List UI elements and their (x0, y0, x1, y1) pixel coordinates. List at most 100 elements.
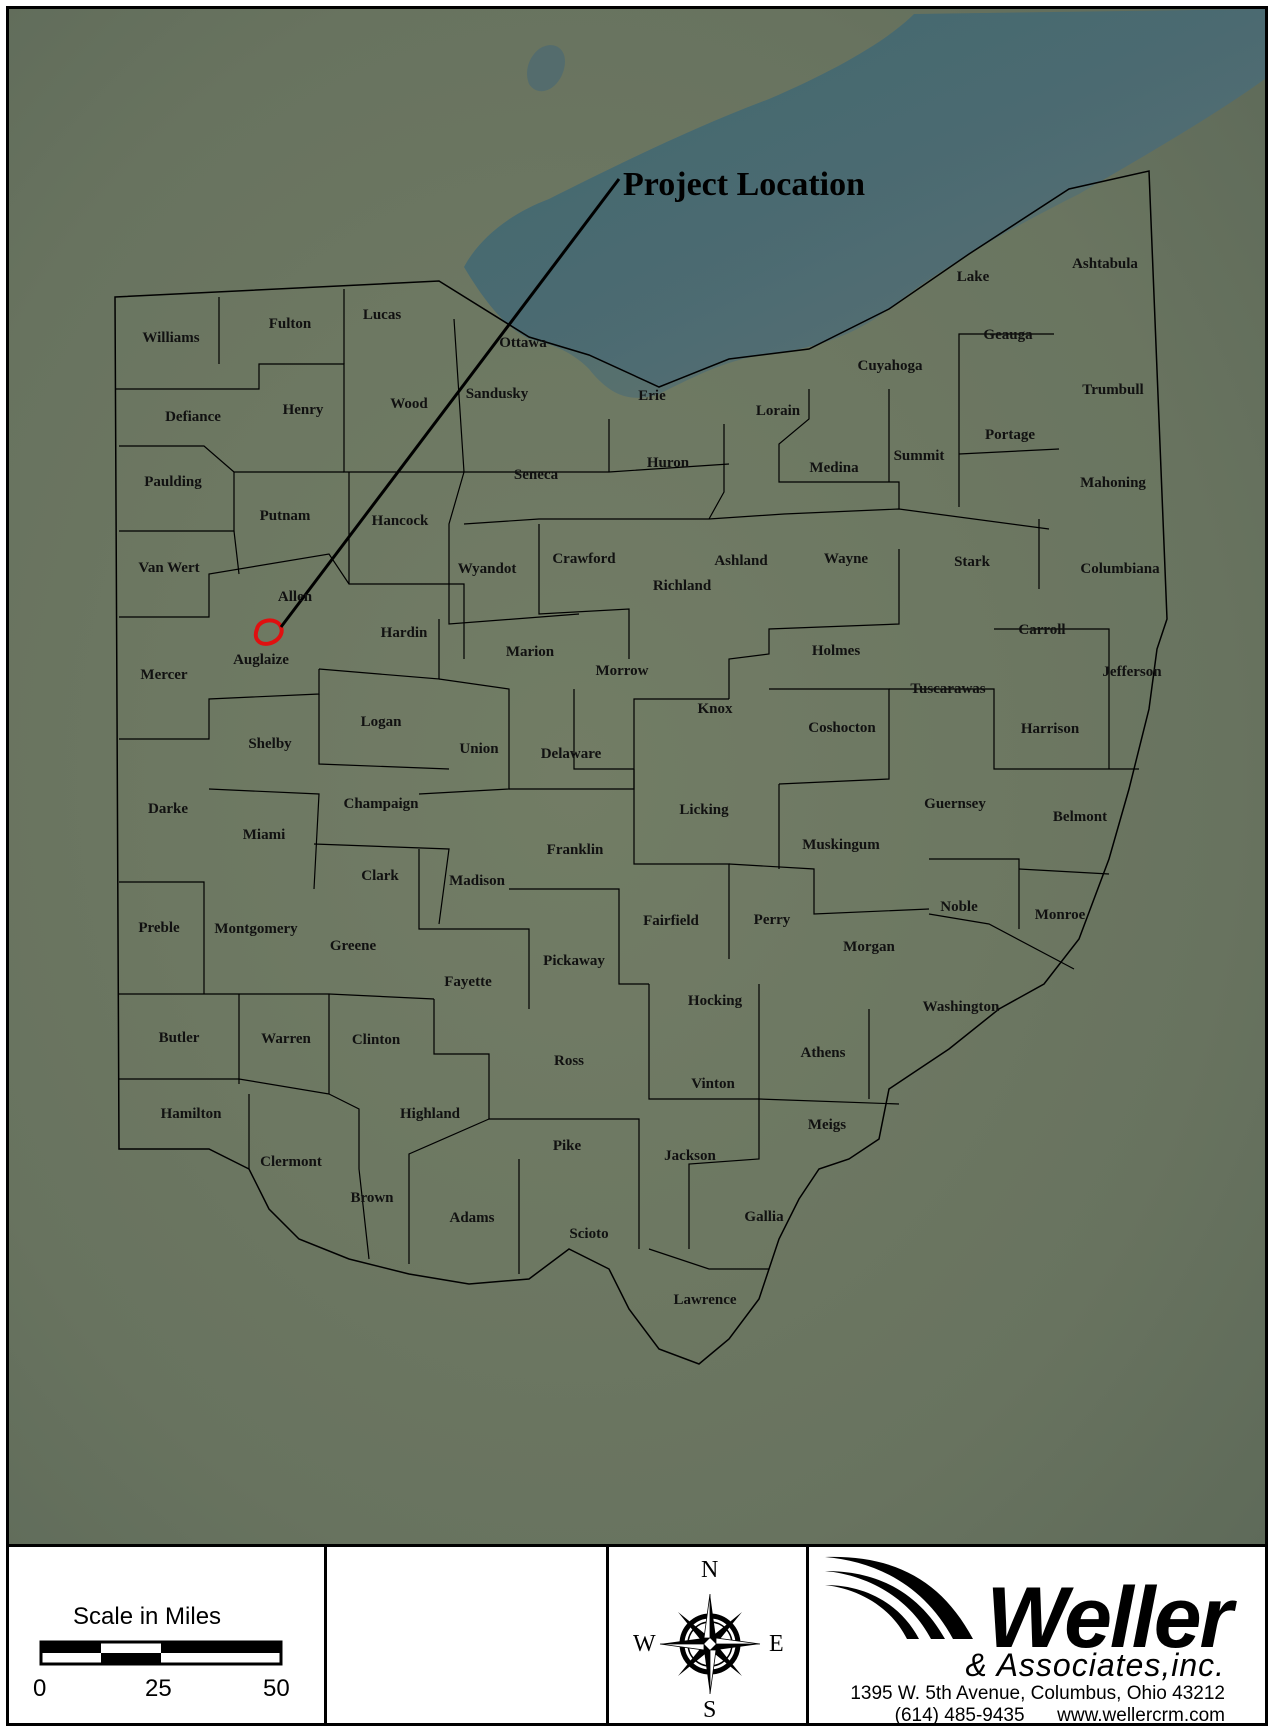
county-label-lake: Lake (957, 269, 990, 285)
county-label-ross: Ross (554, 1053, 584, 1069)
county-label-fayette: Fayette (444, 974, 492, 990)
county-label-lorain: Lorain (756, 403, 801, 419)
scale-bar-segment-3 (161, 1642, 281, 1653)
county-label-perry: Perry (754, 912, 791, 928)
county-label-meigs: Meigs (808, 1117, 846, 1133)
compass-point-sw (678, 1644, 710, 1676)
company-website: www.wellercrm.com (1057, 1705, 1225, 1726)
scale-tick-0: 0 (33, 1675, 47, 1702)
county-label-medina: Medina (809, 460, 859, 476)
county-label-darke: Darke (148, 801, 188, 817)
county-label-pike: Pike (553, 1138, 582, 1154)
compass-point-west-light (659, 1643, 705, 1651)
company-contact: (614) 485-9435 www.wellercrm.com (895, 1705, 1225, 1727)
scale-bar-segment-1 (41, 1642, 101, 1653)
county-label-morgan: Morgan (843, 939, 895, 955)
county-label-miami: Miami (243, 827, 286, 843)
county-label-hancock: Hancock (372, 513, 429, 529)
compass-point-ne (710, 1612, 742, 1644)
county-label-hocking: Hocking (688, 993, 743, 1009)
blank-cell (327, 1547, 609, 1723)
scale-tick-25: 25 (145, 1675, 172, 1702)
county-label-brown: Brown (350, 1190, 394, 1206)
company-name: Weller (986, 1570, 1233, 1666)
county-label-wood: Wood (390, 396, 428, 412)
ohio-county-map: Project Location Williams Fulton LucasOtta… (9, 9, 1265, 1544)
company-phone: (614) 485-9435 (894, 1705, 1025, 1726)
county-label-lawrence: Lawrence (673, 1292, 736, 1308)
county-label-portage: Portage (985, 427, 1035, 443)
county-label-shelby: Shelby (248, 736, 292, 752)
county-label-noble: Noble (940, 899, 978, 915)
compass-point-se (710, 1644, 742, 1676)
county-label-belmont: Belmont (1053, 809, 1107, 825)
county-label-morrow: Morrow (595, 663, 648, 679)
county-label-harrison: Harrison (1021, 721, 1080, 737)
county-label-putnam: Putnam (260, 508, 311, 524)
county-label-geauga: Geauga (983, 327, 1033, 343)
county-label-carroll: Carroll (1018, 622, 1065, 638)
county-label-marion: Marion (506, 644, 555, 660)
county-label-madison: Madison (449, 873, 506, 889)
county-label-columbiana: Columbiana (1080, 561, 1160, 577)
scale-title: Scale in Miles (73, 1603, 222, 1630)
county-label-mahoning: Mahoning (1080, 475, 1146, 491)
county-label-scioto: Scioto (569, 1226, 608, 1242)
county-label-ashland: Ashland (714, 553, 768, 569)
county-label-hamilton: Hamilton (161, 1106, 222, 1122)
swoosh-stripe-2 (825, 1571, 945, 1639)
county-label-richland: Richland (653, 578, 712, 594)
county-label-butler: Butler (159, 1030, 200, 1046)
county-label-licking: Licking (679, 802, 729, 818)
county-label-jackson: Jackson (664, 1148, 716, 1164)
county-label-delaware: Delaware (541, 746, 602, 762)
county-label-lucas: Lucas (363, 307, 402, 323)
county-label-wayne: Wayne (824, 551, 869, 567)
county-label-montgomery: Montgomery (214, 921, 298, 937)
county-label-erie: Erie (638, 388, 666, 404)
compass-north-label: N (701, 1557, 719, 1583)
county-label-jefferson: Jefferson (1102, 664, 1162, 680)
county-label-allen: Allen (278, 589, 313, 605)
county-label-wyandot: Wyandot (458, 561, 517, 577)
county-label-greene: Greene (330, 938, 377, 954)
county-label-pickaway: Pickaway (543, 953, 605, 969)
county-label-defiance: Defiance (165, 409, 221, 425)
compass-point-south-light (709, 1649, 717, 1695)
ohio-state-outline (114, 170, 1168, 1365)
county-label-holmes: Holmes (812, 643, 860, 659)
county-label-champaign: Champaign (343, 796, 419, 812)
county-label-ottawa: Ottawa (499, 335, 547, 351)
scale-tick-50: 50 (263, 1675, 290, 1702)
county-label-crawford: Crawford (552, 551, 616, 567)
county-label-van-wert: Van Wert (138, 560, 199, 576)
county-label-clinton: Clinton (352, 1032, 401, 1048)
county-label-auglaize: Auglaize (233, 652, 289, 668)
scale-bar-graphic (39, 1640, 283, 1666)
compass-rose-icon (659, 1593, 761, 1695)
county-label-clermont: Clermont (260, 1154, 322, 1170)
project-location-label: Project Location (623, 166, 865, 203)
company-logo-cell: Weller & Associates,inc. 1395 W. 5th Ave… (809, 1547, 1265, 1726)
county-label-fulton: Fulton (269, 316, 312, 332)
lake-erie (464, 9, 1265, 398)
county-label-union: Union (459, 741, 499, 757)
county-label-williams: Williams (142, 330, 199, 346)
county-label-logan: Logan (361, 714, 403, 730)
county-label-athens: Athens (800, 1045, 845, 1061)
county-label-mercer: Mercer (140, 667, 188, 683)
county-label-franklin: Franklin (547, 842, 604, 858)
county-label-warren: Warren (261, 1031, 311, 1047)
county-boundaries (115, 289, 1139, 1274)
county-label-tuscarawas: Tuscarawas (910, 681, 985, 697)
county-label-coshocton: Coshocton (808, 720, 876, 736)
county-label-monroe: Monroe (1035, 907, 1086, 923)
county-label-huron: Huron (647, 455, 690, 471)
compass-point-east-light (715, 1637, 761, 1645)
county-label-summit: Summit (894, 448, 945, 464)
company-address: 1395 W. 5th Avenue, Columbus, Ohio 43212 (850, 1683, 1225, 1704)
county-label-henry: Henry (283, 402, 324, 418)
